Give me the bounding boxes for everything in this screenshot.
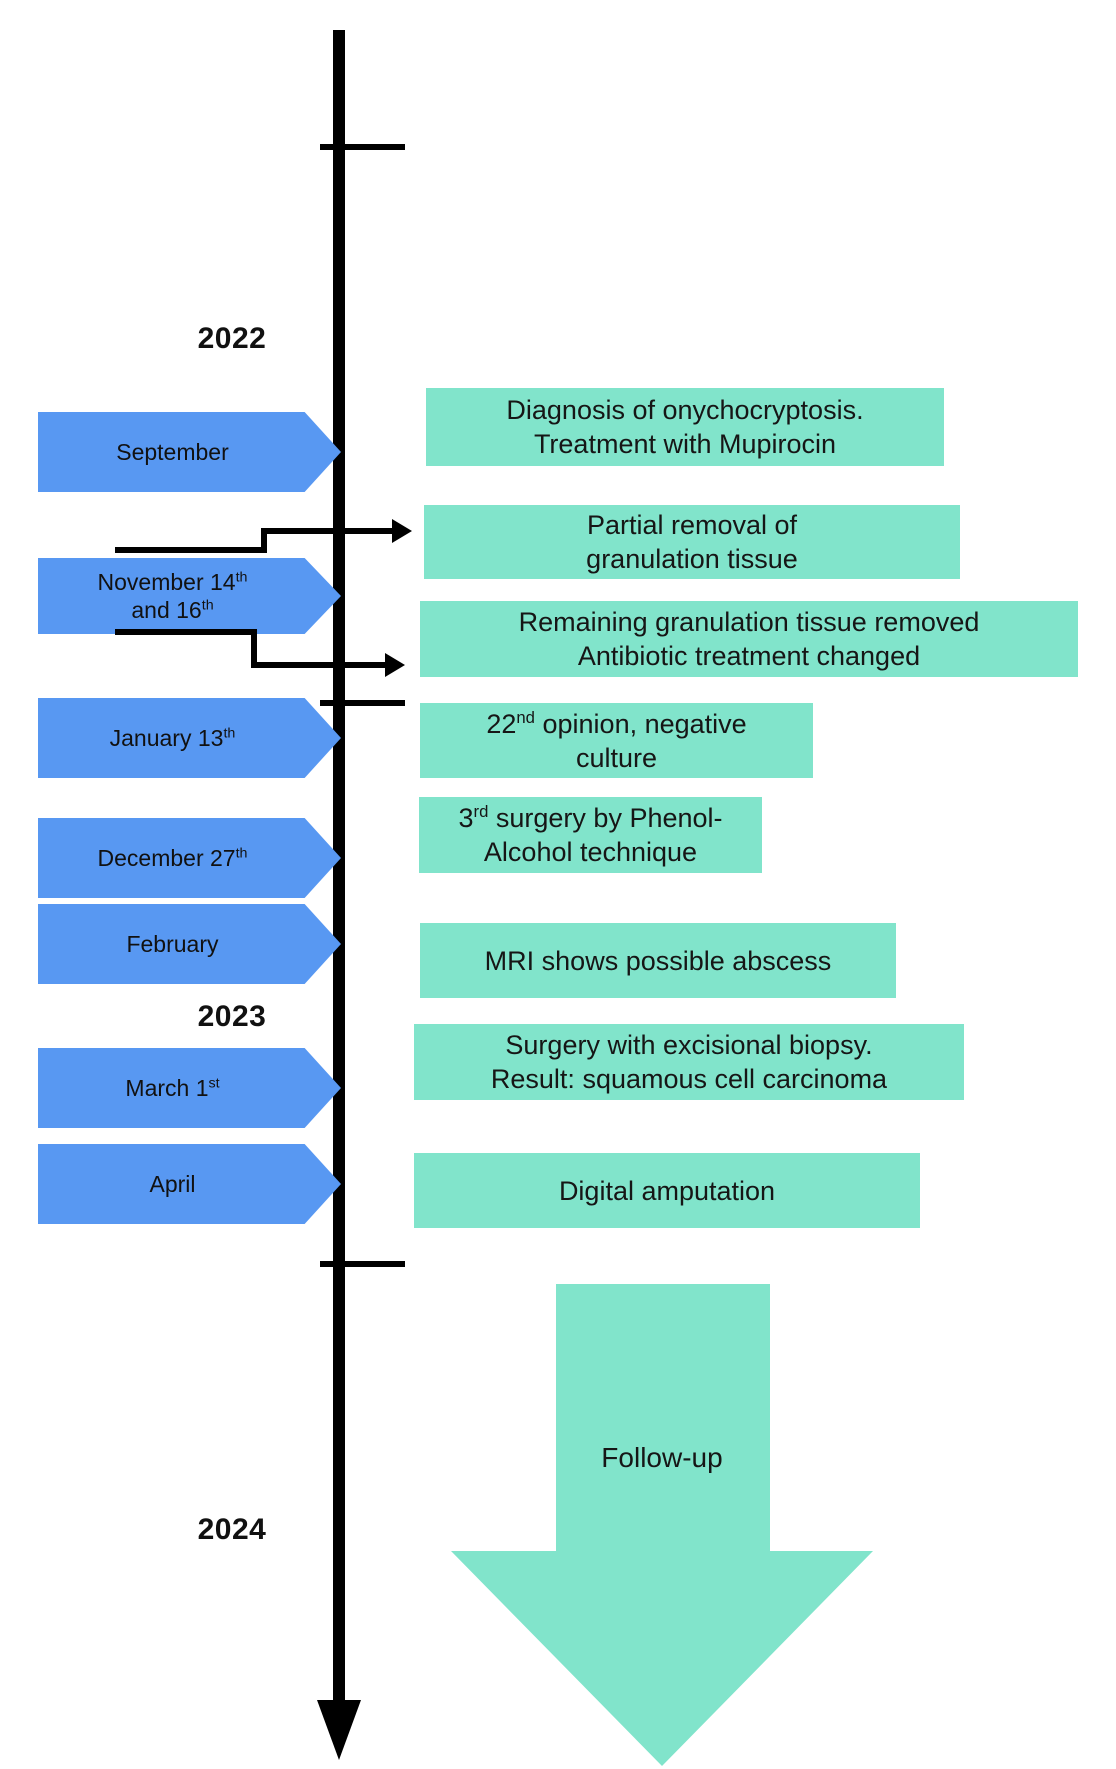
date-arrow-december-27: December 27th [38, 818, 341, 898]
connector2-segment [115, 629, 257, 635]
event-box-remaining-tissue: Remaining granulation tissue removed Ant… [420, 601, 1078, 677]
ordinal-suffix: st [208, 1075, 220, 1092]
event-line: 3rd surgery by Phenol- [458, 801, 722, 835]
follow-up-arrow: Follow-up [451, 1284, 873, 1766]
ordinal-suffix: rd [473, 802, 489, 821]
event-line: Diagnosis of onychocryptosis. [506, 393, 863, 427]
text-segment: Partial removal of [586, 510, 798, 540]
event-line: 22nd opinion, negative [486, 707, 746, 741]
event-line: Result: squamous cell carcinoma [491, 1062, 887, 1096]
event-box-mri: MRI shows possible abscess [420, 923, 896, 998]
event-line: Partial removal of [587, 508, 797, 542]
text-segment: surgery by Phenol- [488, 803, 723, 833]
text-segment: opinion, negative [535, 708, 747, 739]
text-segment: Diagnosis of onychocryptosis. [506, 395, 864, 425]
arrow-label: December 27th [98, 844, 248, 872]
event-box-digital-amputation: Digital amputation [414, 1153, 920, 1228]
text-segment: granulation tissue [586, 544, 798, 574]
ordinal-suffix: th [235, 845, 248, 862]
text-segment: and 16 [131, 597, 202, 623]
label-line: March 1st [125, 1074, 219, 1102]
text-segment: Alcohol technique [483, 837, 698, 867]
text-segment: Surgery with excisional biopsy. [505, 1030, 873, 1060]
timeline-tick-2024 [320, 1261, 405, 1267]
label-line: April [149, 1170, 195, 1198]
year-label-2024: 2024 [197, 1513, 267, 1546]
ordinal-suffix: nd [516, 707, 535, 727]
arrow-label: January 13th [110, 724, 236, 752]
arrow-label: April [149, 1170, 195, 1198]
text-segment: Result: squamous cell carcinoma [490, 1064, 888, 1094]
label-line: September [116, 438, 229, 466]
event-line: culture [576, 741, 657, 775]
label-line: November 14th [98, 568, 248, 596]
connector1-arrowhead-icon [392, 519, 412, 543]
event-box-diagnosis: Diagnosis of onychocryptosis. Treatment … [426, 388, 944, 466]
text-segment: December 27 [97, 845, 236, 871]
text-segment: MRI shows possible abscess [484, 945, 832, 976]
date-arrow-february: February [38, 904, 341, 984]
arrow-label: March 1st [125, 1074, 219, 1102]
event-box-second-opinion: 22nd opinion, negative culture [420, 703, 813, 778]
event-line: Treatment with Mupirocin [534, 427, 836, 461]
connector1-segment [115, 547, 267, 553]
ordinal-suffix: th [223, 725, 236, 742]
event-line: granulation tissue [586, 542, 798, 576]
timeline-axis [333, 30, 345, 1702]
event-box-excisional-biopsy: Surgery with excisional biopsy. Result: … [414, 1024, 964, 1100]
ordinal-suffix: th [201, 597, 214, 614]
text-segment: Antibiotic treatment changed [577, 641, 921, 671]
date-arrow-april: April [38, 1144, 341, 1224]
timeline-arrowhead-icon [317, 1700, 361, 1760]
text-segment: culture [575, 742, 658, 773]
connector1-segment [261, 528, 267, 553]
text-segment: 22 [486, 708, 517, 739]
event-line: Surgery with excisional biopsy. [505, 1028, 872, 1062]
timeline-tick-2023 [320, 700, 405, 706]
text-segment: April [149, 1171, 196, 1197]
arrow-label: February [126, 930, 218, 958]
date-arrow-march-1: March 1st [38, 1048, 341, 1128]
year-label-2023: 2023 [197, 1000, 267, 1033]
label-line: December 27th [98, 844, 248, 872]
text-segment: Remaining granulation tissue removed [518, 607, 980, 637]
arrow-label: September [116, 438, 229, 466]
year-label-2022: 2022 [197, 322, 267, 355]
event-box-partial-removal: Partial removal of granulation tissue [424, 505, 960, 579]
event-box-third-surgery: 3rd surgery by Phenol- Alcohol technique [419, 797, 762, 873]
text-segment: 3 [458, 803, 474, 833]
text-segment: February [126, 931, 219, 957]
connector1-segment [261, 528, 394, 534]
event-line: Antibiotic treatment changed [578, 639, 920, 673]
text-segment: November 14 [97, 569, 236, 595]
connector2-arrowhead-icon [385, 653, 405, 677]
label-line: February [126, 930, 218, 958]
ordinal-suffix: th [235, 569, 248, 586]
event-line: MRI shows possible abscess [485, 944, 832, 978]
event-line: Remaining granulation tissue removed [519, 605, 980, 639]
text-segment: March 1 [125, 1075, 209, 1101]
text-segment: Treatment with Mupirocin [533, 429, 837, 459]
label-line: and 16th [98, 596, 248, 624]
event-line: Digital amputation [559, 1174, 775, 1208]
label-line: January 13th [110, 724, 236, 752]
date-arrow-january-13: January 13th [38, 698, 341, 778]
text-segment: September [116, 439, 229, 465]
event-line: Alcohol technique [484, 835, 697, 869]
date-arrow-september: September [38, 412, 341, 492]
timeline-tick-2022 [320, 144, 405, 150]
connector2-segment [251, 629, 257, 668]
arrow-label: November 14th and 16th [98, 568, 248, 624]
text-segment: Digital amputation [558, 1175, 776, 1206]
connector2-segment [251, 662, 387, 668]
text-segment: January 13 [109, 725, 224, 751]
date-arrow-november-14-16: November 14th and 16th [38, 558, 341, 634]
follow-up-label: Follow-up [601, 1442, 723, 1473]
